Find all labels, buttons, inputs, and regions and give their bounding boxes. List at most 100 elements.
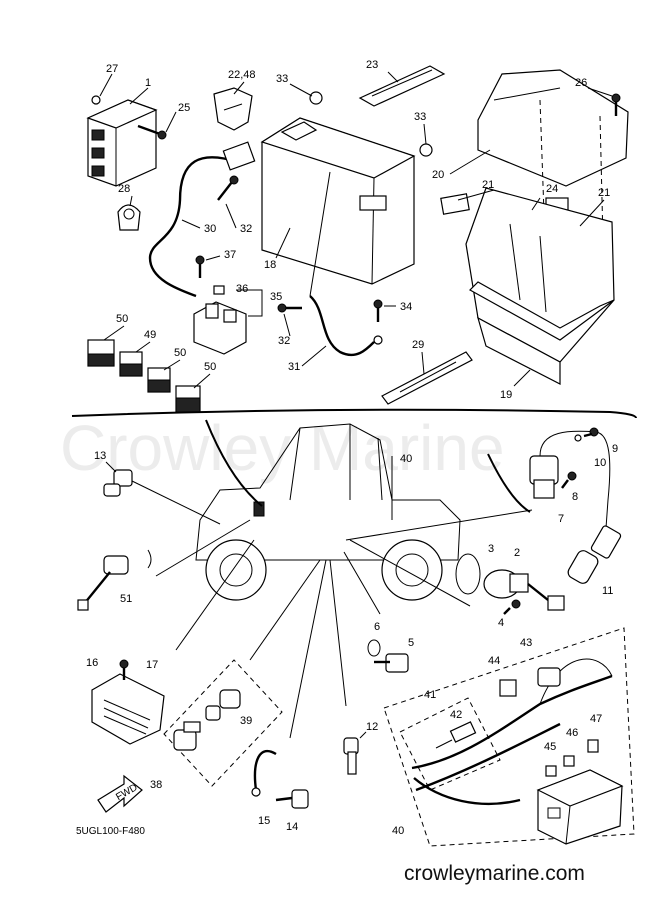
callout-15: 15 <box>258 815 270 827</box>
part-4-screw <box>503 599 521 615</box>
callout-12: 12 <box>366 721 378 733</box>
callout-4: 4 <box>498 617 504 629</box>
callout-14: 14 <box>286 821 298 833</box>
callout-34: 34 <box>400 301 412 313</box>
part-21-pad-a <box>440 193 470 215</box>
diagram-code: 5UGL100-F480 <box>76 826 145 837</box>
part-40-wire-harness <box>411 658 613 806</box>
part-10-washer <box>574 434 582 442</box>
callout-16: 16 <box>86 657 98 669</box>
callout-40-b: 40 <box>392 825 404 837</box>
part-34-bolt <box>373 299 383 322</box>
callout-39: 39 <box>240 715 252 727</box>
part-47-fuse <box>587 739 599 753</box>
part-28-clamp <box>117 204 141 231</box>
callout-31: 31 <box>288 361 300 373</box>
callout-46: 46 <box>566 727 578 739</box>
part-16-rectifier <box>91 673 165 745</box>
callout-25: 25 <box>178 102 190 114</box>
callout-50-a: 50 <box>116 313 128 325</box>
part-9-bolt <box>583 427 599 438</box>
callout-leaders <box>103 71 613 473</box>
callout-18: 18 <box>264 259 276 271</box>
callout-45: 45 <box>544 741 556 753</box>
part-11-plug-cap <box>567 525 622 584</box>
callout-6: 6 <box>374 621 380 633</box>
part-42-connector <box>435 721 477 749</box>
part-13-switch <box>103 469 133 497</box>
callout-32-a: 32 <box>240 223 252 235</box>
callout-9: 9 <box>612 443 618 455</box>
callout-22-48: 22,48 <box>228 69 256 81</box>
callout-21-b: 21 <box>598 187 610 199</box>
callout-35: 35 <box>270 291 282 303</box>
part-46-fuse <box>563 755 575 767</box>
part-20-battery-cover <box>477 69 629 187</box>
callout-42: 42 <box>450 709 462 721</box>
callout-49: 49 <box>144 329 156 341</box>
callout-17: 17 <box>146 659 158 671</box>
part-33-cover-a <box>309 91 323 105</box>
part-5-sender <box>374 653 409 673</box>
callout-24: 24 <box>546 183 558 195</box>
part-27-nut <box>91 95 101 105</box>
section-separator <box>71 408 637 419</box>
fwd-arrow-icon: FWD <box>97 774 143 813</box>
callout-36: 36 <box>236 283 248 295</box>
callout-44: 44 <box>488 655 500 667</box>
part-50-relay-a <box>87 339 115 367</box>
callout-21-a: 21 <box>482 179 494 191</box>
leader-arc-b <box>487 453 531 513</box>
part-14-sensor <box>275 789 309 809</box>
callout-11: 11 <box>602 585 613 597</box>
part-12-sensor <box>343 731 367 775</box>
callout-1: 1 <box>145 77 151 89</box>
callout-33-a: 33 <box>276 73 288 85</box>
callout-47: 47 <box>590 713 602 725</box>
part-15-hose <box>251 749 277 797</box>
callout-20: 20 <box>432 169 444 181</box>
part-50-relay-b <box>147 367 171 393</box>
part-37-bolt <box>195 255 205 278</box>
callout-27: 27 <box>106 63 118 75</box>
callout-8: 8 <box>572 491 578 503</box>
callout-50-c: 50 <box>204 361 216 373</box>
part-6-gasket <box>367 639 381 657</box>
callout-5: 5 <box>408 637 414 649</box>
part-18-battery <box>260 117 416 285</box>
part-8-bolt <box>561 471 577 489</box>
site-url: crowleymarine.com <box>404 862 585 885</box>
callout-13: 13 <box>94 450 106 462</box>
callout-2: 2 <box>514 547 520 559</box>
callout-38: 38 <box>150 779 162 791</box>
part-45-fuse <box>545 765 557 777</box>
leader-arc-a <box>205 419 263 507</box>
part-40-harness-box <box>383 627 635 847</box>
part-49-relay <box>119 351 143 377</box>
callout-10: 10 <box>594 457 606 469</box>
part-19-battery-box <box>465 187 615 385</box>
part-2-switch <box>483 569 565 611</box>
callout-29: 29 <box>412 339 424 351</box>
part-32-bolt-top <box>217 175 239 201</box>
callout-23: 23 <box>366 59 378 71</box>
part-1-cdi-unit <box>86 99 158 187</box>
part-38-group-box <box>163 659 283 787</box>
part-30-wire-lead <box>148 141 256 298</box>
callout-41: 41 <box>424 689 436 701</box>
part-44-connector <box>499 679 517 697</box>
callout-40-a: 40 <box>400 453 412 465</box>
part-29-cable-tie <box>381 351 473 405</box>
callout-labels: 27 1 25 22,48 33 23 33 26 28 30 32 18 20… <box>86 59 618 837</box>
callout-37: 37 <box>224 249 236 261</box>
part-51-sensor <box>77 549 152 611</box>
callout-32-b: 32 <box>278 335 290 347</box>
part-50-relay-c <box>175 385 201 413</box>
callout-30: 30 <box>204 223 216 235</box>
part-22-48-holder <box>213 87 253 131</box>
vehicle-outline <box>195 423 461 601</box>
callout-26: 26 <box>575 77 587 89</box>
part-3-oring <box>455 553 481 595</box>
part-33-cover-b <box>419 143 433 157</box>
